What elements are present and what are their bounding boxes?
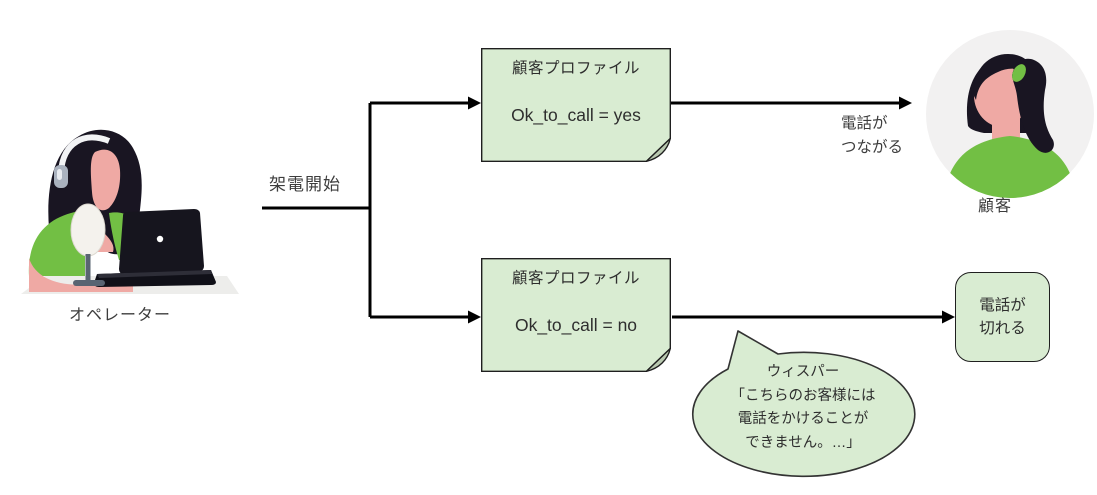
call-drop-node: 電話が 切れる	[955, 272, 1050, 362]
microphone-base	[73, 280, 105, 286]
hair-scrunchie	[1012, 64, 1026, 82]
whisper-line2: 「こちらのお客様には	[730, 387, 876, 404]
whisper-text: ウィスパー 「こちらのお客様には 電話をかけることが できません。…」	[688, 361, 918, 455]
profile-no-value: Ok_to_call = no	[514, 315, 638, 335]
arrowhead-to-yes	[468, 96, 481, 110]
speech-bubble-shape	[692, 330, 916, 478]
customer-avatar	[926, 30, 1094, 198]
profile-yes-value: Ok_to_call = yes	[511, 105, 641, 125]
call-drop-line1: 電話が	[979, 297, 1026, 314]
profile-no-node: 顧客プロファイル Ok_to_call = no	[481, 258, 671, 372]
whisper-speech-bubble	[686, 323, 920, 483]
operator-face	[90, 149, 121, 211]
microphone-stand	[85, 254, 91, 281]
customer-ponytail	[1012, 58, 1054, 153]
note-fold-corner	[644, 346, 671, 372]
call-connects-label: 電話が つながる	[841, 115, 904, 156]
note-fold-corner	[644, 136, 671, 162]
operator-illustration	[15, 126, 240, 296]
headset-band-icon	[58, 134, 111, 173]
whisper-line3: 電話をかけることが	[737, 411, 869, 427]
whisper-line4: できません。…」	[745, 434, 861, 451]
arrowhead-to-no	[468, 310, 481, 324]
profile-no-title: 顧客プロファイル	[511, 270, 640, 287]
profile-yes-node: 顧客プロファイル Ok_to_call = yes	[481, 48, 671, 162]
call-start-label: 架電開始	[269, 175, 341, 194]
laptop-logo-dot	[156, 235, 164, 243]
arrowhead-to-customer	[899, 96, 912, 110]
profile-yes-title: 顧客プロファイル	[511, 60, 640, 77]
call-drop-line2: 切れる	[979, 320, 1026, 337]
whisper-line1: ウィスパー	[766, 364, 840, 380]
microphone-icon	[70, 203, 106, 257]
arrowhead-to-drop	[942, 310, 955, 324]
customer-label: 顧客	[977, 198, 1012, 215]
operator-label: オペレーター	[68, 307, 171, 324]
